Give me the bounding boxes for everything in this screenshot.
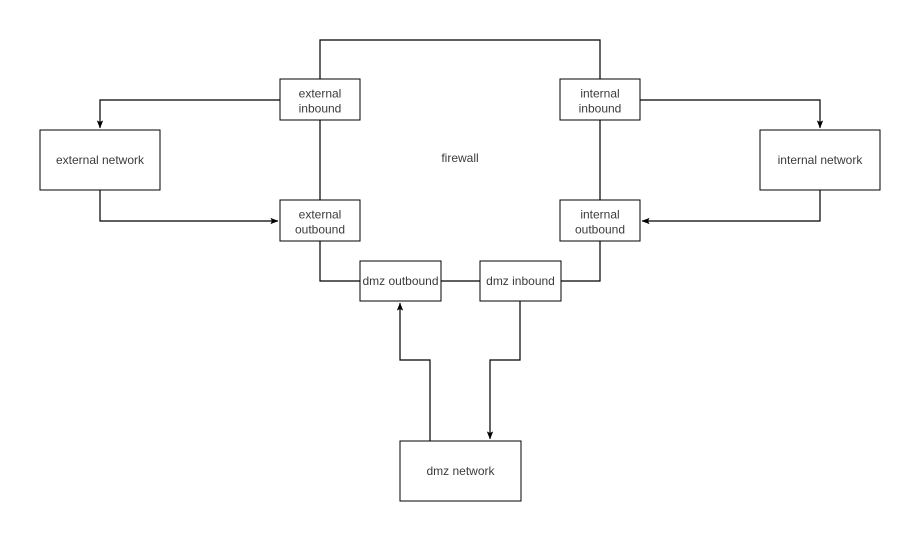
group-label-firewall: firewall [441,151,478,165]
node-label-external-inbound-line2: inbound [299,102,342,116]
node-box-external-network[interactable] [39,129,161,191]
node-internal-network[interactable]: internal network [759,129,881,191]
edges-layer [96,39,824,441]
node-dmz-outbound[interactable]: dmz outbound [359,260,442,302]
node-label-external-network: external network [56,153,145,167]
node-box-external-inbound[interactable] [279,78,361,121]
node-label-dmz-outbound: dmz outbound [362,274,438,288]
node-label-dmz-network: dmz network [426,464,495,478]
group-labels-layer: firewall [441,151,478,165]
node-label-internal-inbound-line1: internal [580,87,619,101]
node-box-dmz-inbound[interactable] [479,260,562,302]
node-label-internal-inbound-line2: inbound [579,102,622,116]
edge-external-outbound-to-dmz-outbound [319,241,360,282]
node-label-external-inbound-line1: external [299,87,342,101]
node-box-external-outbound[interactable] [279,199,361,242]
node-box-dmz-network[interactable] [399,440,522,502]
edge-dmz-inbound-to-dmz-network [486,301,521,440]
node-external-network[interactable]: external network [39,129,161,191]
edge-external-network-to-external-outbound [99,190,279,225]
edge-external-inbound-to-external-network [96,99,280,129]
node-box-dmz-outbound[interactable] [359,260,442,302]
edge-dmz-network-to-dmz-outbound [396,302,431,441]
edge-internal-network-to-internal-outbound [641,190,821,225]
node-dmz-inbound[interactable]: dmz inbound [479,260,562,302]
node-label-internal-outbound-line2: outbound [575,223,625,237]
node-label-internal-network: internal network [778,153,864,167]
node-label-internal-outbound-line1: internal [580,208,619,222]
edge-internal-inbound-to-internal-network [640,99,824,129]
node-label-external-outbound-line2: outbound [295,223,345,237]
node-box-internal-outbound[interactable] [559,199,641,242]
node-label-dmz-inbound: dmz inbound [486,274,555,288]
edge-dmz-inbound-to-internal-outbound [561,241,601,282]
edge-external-inbound-to-internal-inbound [319,39,601,79]
node-dmz-network[interactable]: dmz network [399,440,522,502]
node-box-internal-inbound[interactable] [559,78,641,121]
node-box-internal-network[interactable] [759,129,881,191]
node-label-external-outbound-line1: external [299,208,342,222]
